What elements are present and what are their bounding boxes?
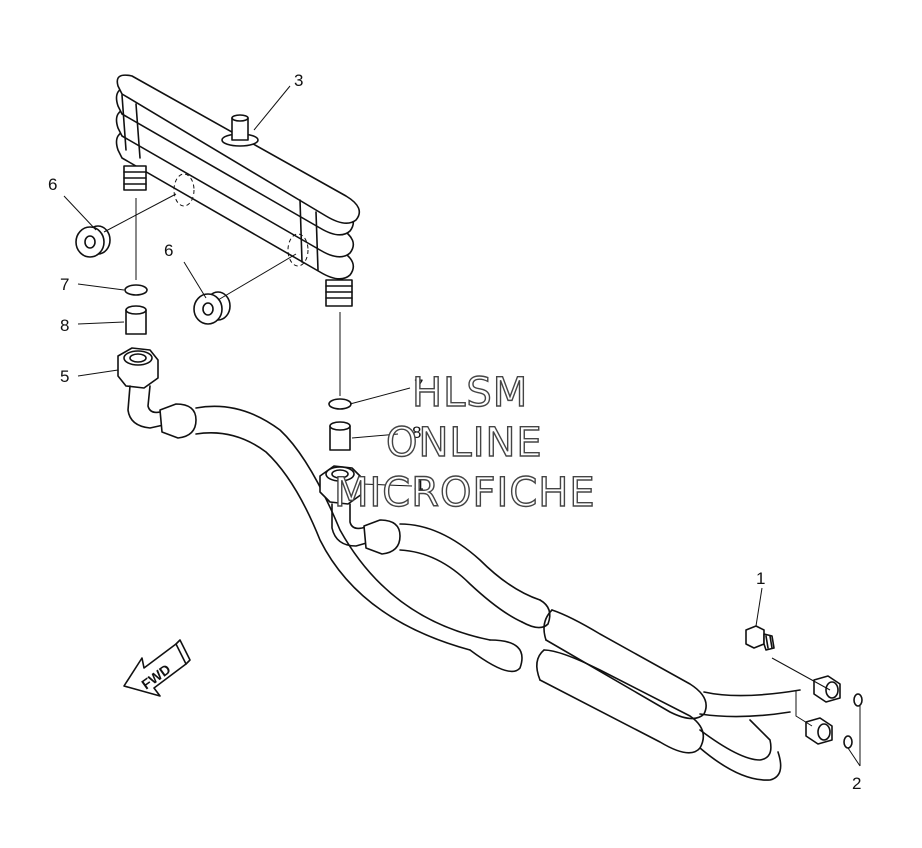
collar-upper bbox=[125, 305, 147, 335]
grommet-right bbox=[193, 291, 231, 325]
callout-6-left: 6 bbox=[48, 175, 57, 194]
watermark-line-3: MICROFICHE bbox=[334, 470, 596, 516]
callout-1: 1 bbox=[756, 569, 765, 588]
alignment-lines bbox=[135, 198, 831, 727]
collar-lower bbox=[329, 421, 351, 451]
oil-hose-1 bbox=[117, 347, 782, 781]
callout-4: 4 bbox=[414, 477, 423, 496]
o-ring-lower bbox=[328, 398, 352, 410]
o-ring-fitting-lower bbox=[843, 735, 853, 749]
watermark: HLSM ONLINE MICROFICHE bbox=[333, 369, 596, 516]
callout-7-upper: 7 bbox=[60, 275, 69, 294]
leader-lines bbox=[63, 85, 861, 767]
callout-7-lower: 7 bbox=[414, 376, 423, 395]
oil-hose-2 bbox=[319, 465, 801, 720]
callout-3: 3 bbox=[294, 71, 303, 90]
oil-cooler-radiator bbox=[115, 74, 361, 307]
o-ring-upper bbox=[124, 284, 148, 296]
callout-labels: 3 6 6 7 8 5 7 8 4 1 2 bbox=[48, 71, 861, 793]
fwd-direction-arrow: FWD bbox=[123, 639, 191, 697]
o-ring-fitting-upper bbox=[853, 693, 863, 707]
hose-end-fitting-upper bbox=[813, 675, 841, 703]
callout-2: 2 bbox=[852, 774, 861, 793]
callout-6-right: 6 bbox=[164, 241, 173, 260]
watermark-line-1: HLSM bbox=[412, 370, 528, 416]
grommet-left bbox=[75, 225, 111, 258]
callout-8-lower: 8 bbox=[412, 423, 421, 442]
watermark-line-2: ONLINE bbox=[386, 420, 543, 466]
hose-end-fitting-lower bbox=[805, 717, 833, 745]
union-bolt bbox=[745, 625, 775, 651]
callout-5: 5 bbox=[60, 367, 69, 386]
callout-8-upper: 8 bbox=[60, 316, 69, 335]
